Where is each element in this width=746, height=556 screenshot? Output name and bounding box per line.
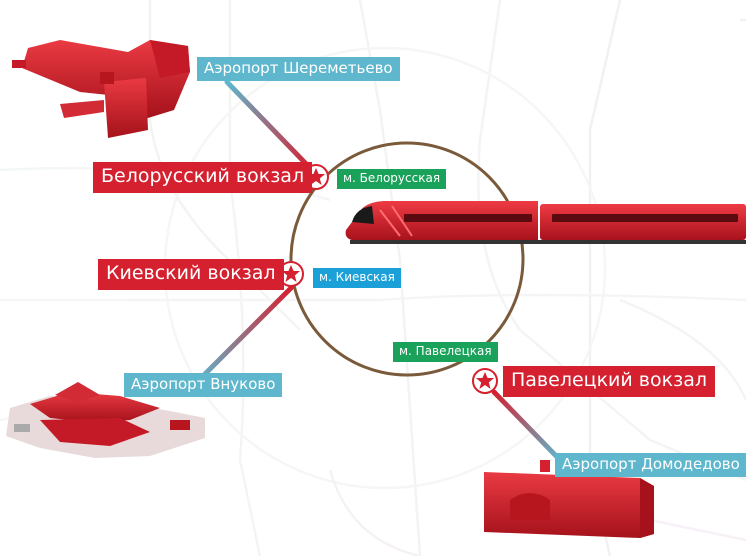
metro-label-kievskaya[interactable]: м. Киевская	[313, 268, 401, 288]
metro-label-belorusskaya[interactable]: м. Белорусская	[337, 169, 447, 189]
domodedovo-terminal-icon	[484, 460, 654, 538]
aeroexpress-train-icon	[345, 201, 746, 244]
aeroexpress-star-icon	[472, 368, 498, 394]
station-label-paveletsky[interactable]: Павелецкий вокзал	[503, 366, 715, 397]
vnukovo-terminal-icon	[6, 382, 205, 458]
metro-label-paveletskaya[interactable]: м. Павелецкая	[393, 342, 498, 362]
station-label-kievsky[interactable]: Киевский вокзал	[98, 259, 284, 290]
airport-label-domodedovo[interactable]: Аэропорт Домодедово	[555, 453, 746, 477]
connector-lines	[193, 79, 563, 463]
airport-label-sheremetyevo[interactable]: Аэропорт Шереметьево	[197, 57, 400, 81]
station-label-belorussky[interactable]: Белорусский вокзал	[93, 162, 313, 193]
airport-label-vnukovo[interactable]: Аэропорт Внуково	[124, 373, 283, 397]
sheremetyevo-terminal-icon	[12, 40, 190, 138]
inner-ring-line	[289, 141, 525, 377]
